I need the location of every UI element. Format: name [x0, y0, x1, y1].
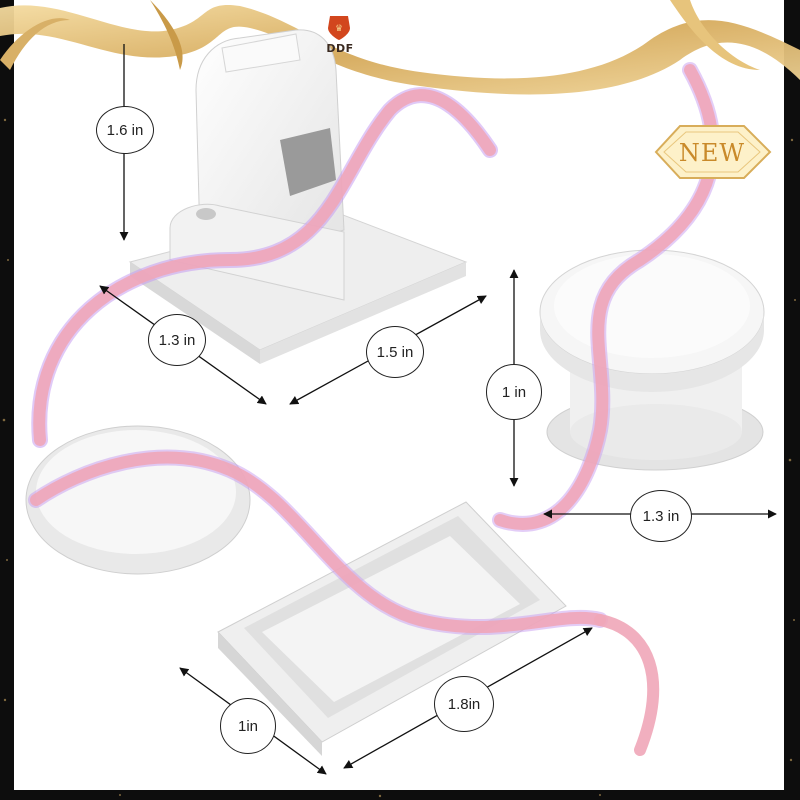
glitter-border [2, 118, 796, 798]
round-pad [25, 425, 251, 575]
new-badge-shape [654, 125, 772, 179]
new-badge-text: NEW [678, 139, 746, 167]
bracket-height-label: 1.6 in [96, 106, 154, 154]
ddf-logo-shield: ♛ [328, 16, 350, 40]
svg-text:♛: ♛ [335, 24, 343, 34]
new-badge: NEW [656, 124, 768, 182]
bracket-depth-label: 1.3 in [148, 314, 206, 366]
plate-depth-label: 1in [220, 698, 276, 754]
lock-diameter-label: 1.3 in [630, 490, 692, 542]
plate-width-label: 1.8in [434, 676, 494, 732]
lock-cylinder [539, 249, 765, 471]
gold-ribbon-top [0, 0, 800, 95]
brand-logo: DDF [310, 12, 370, 58]
pink-ribbon [28, 62, 721, 756]
brand-logo-text: DDF [326, 42, 354, 55]
bracket-width-label: 1.5 in [366, 326, 424, 378]
lock-height-label: 1 in [486, 364, 542, 420]
